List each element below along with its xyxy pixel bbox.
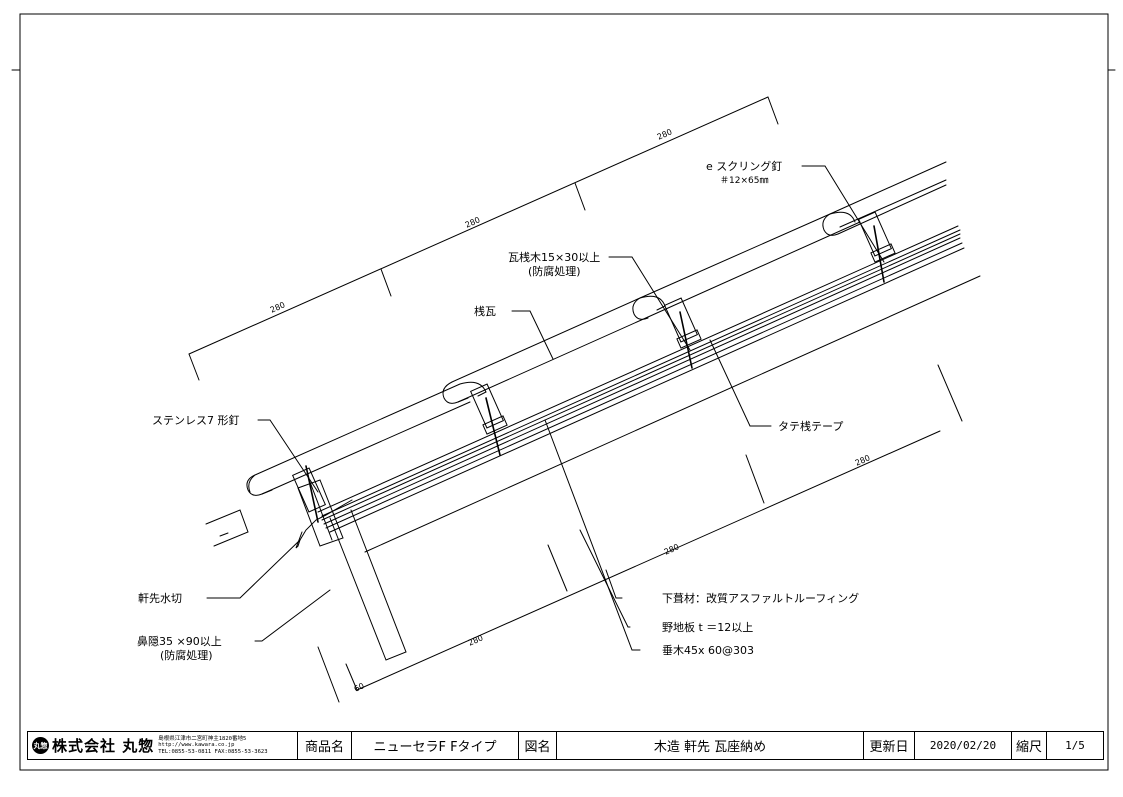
company-url: http://www.kawara.co.jp [158, 742, 235, 749]
company-cell: 丸惣 株式会社 丸惣 島根県江津市二宮町神主1820番地5 http://www… [28, 732, 298, 759]
label-underlay: 下葺材：改質アスファルトルーフィング [662, 592, 860, 605]
label-kawara-batten: 瓦桟木15×30以上 [508, 251, 601, 264]
label-fascia: 鼻隠35 ×90以上 [137, 635, 222, 648]
label-stainless-nail: ステンレス7 形釘 [152, 414, 240, 427]
rafter-member [329, 275, 981, 661]
updated-value: 2020/02/20 [915, 732, 1012, 759]
label-eaves-flashing: 軒先水切 [138, 592, 182, 605]
company-tel-fax: TEL:0855-53-0811 FAX:0855-53-3623 [158, 748, 268, 755]
company-info: 島根県江津市二宮町神主1820番地5 http://www.kawara.co.… [158, 736, 267, 756]
battens-and-nails [291, 211, 896, 523]
drawing-label: 図名 [519, 732, 557, 759]
product-label: 商品名 [298, 732, 352, 759]
company-address: 島根県江津市二宮町神主1820番地5 [158, 735, 247, 742]
roof-tiles [246, 161, 947, 496]
lower-dimension-line [317, 364, 963, 703]
sheet-border [19, 13, 1109, 771]
label-fascia-treated: (防腐処理) [160, 649, 213, 662]
label-nail-e: e スクリング釘 [706, 160, 783, 173]
fascia-board [297, 479, 344, 547]
label-sangawara: 桟瓦 [474, 305, 496, 318]
scale-value: 1/5 [1065, 739, 1085, 752]
upper-dimension-line [188, 96, 779, 381]
sheathing-layers [317, 225, 965, 533]
company-logo-icon: 丸惣 [32, 737, 49, 754]
company-name: 株式会社 丸惣 [52, 737, 155, 755]
drawing-value: 木造 軒先 瓦座納め [557, 732, 864, 759]
title-block: 丸惣 株式会社 丸惣 島根県江津市二宮町神主1820番地5 http://www… [27, 731, 1104, 760]
updated-label: 更新日 [864, 732, 915, 759]
scale-label: 縮尺 [1012, 732, 1047, 759]
label-tate-tape: タテ桟テープ [778, 420, 844, 433]
product-value: ニューセラF Fタイプ [352, 732, 519, 759]
external-sketch [205, 509, 249, 547]
label-nail-e-size: ＃12×65㎜ [720, 176, 769, 186]
label-sheathing: 野地板 t ＝12以上 [662, 621, 754, 634]
leader-lines [206, 165, 885, 651]
label-kawara-batten-treated: (防腐処理) [528, 265, 581, 278]
label-rafter: 垂木45x 60@303 [662, 644, 754, 657]
